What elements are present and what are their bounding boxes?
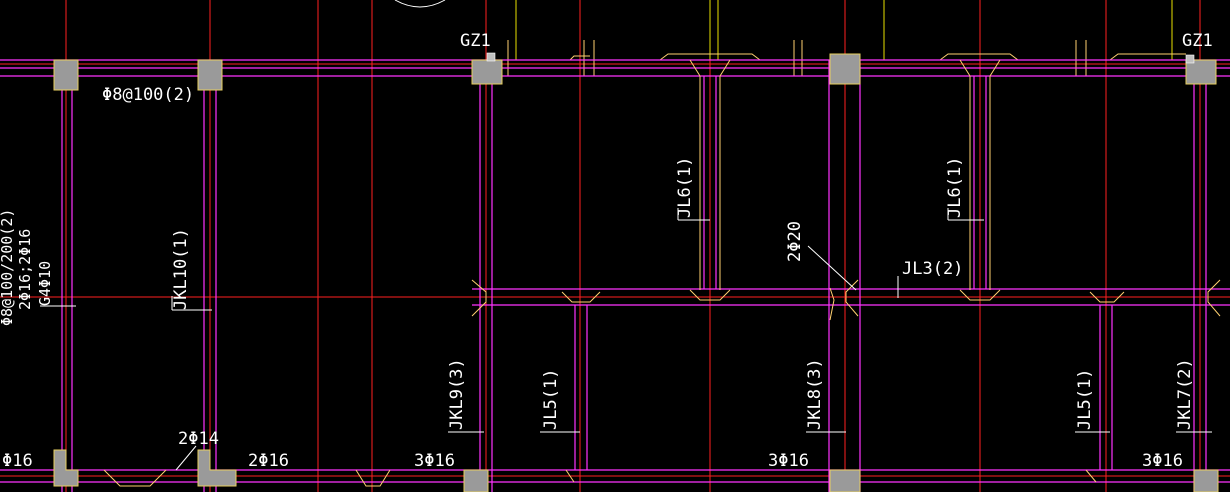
label-leaders [40,208,1212,471]
drawing-labels: GZ1 GZ1 Φ8@100(2) Φ8@100/200(2) 2Φ16;2Φ1… [0,31,1213,471]
label-jl6-b: JL6(1) [945,157,965,218]
label-left-edge-2: 2Φ16;2Φ16 [16,229,34,310]
label-gz1-right: GZ1 [1182,31,1213,51]
label-bottom-phi16: Φ16 [2,451,33,471]
columns [53,52,1219,492]
label-jkl7: JKL7(2) [1175,358,1195,430]
label-bottom-2phi14: 2Φ14 [178,429,219,449]
label-2phi20: 2Φ20 [785,221,805,262]
label-bottom-2phi16: 2Φ16 [248,451,289,471]
label-gz1-left: GZ1 [460,31,491,51]
label-jkl8: JKL8(3) [805,358,825,430]
label-bottom-3phi16-a: 3Φ16 [414,451,455,471]
label-bottom-3phi16-b: 3Φ16 [768,451,809,471]
label-left-edge-1: Φ8@100/200(2) [0,209,16,326]
label-left-edge-3: G4Φ10 [36,261,54,306]
label-stirrup-top: Φ8@100(2) [102,85,194,105]
label-jl5-a: JL5(1) [541,369,561,430]
label-jl5-b: JL5(1) [1075,369,1095,430]
label-jkl10: JKL10(1) [171,228,191,310]
label-jkl9: JKL9(3) [447,358,467,430]
label-bottom-3phi16-c: 3Φ16 [1142,451,1183,471]
beam-haunches [103,59,1221,487]
label-jl3: JL3(2) [902,259,963,279]
label-jl6-a: JL6(1) [675,157,695,218]
top-wall-lines [394,0,1186,76]
